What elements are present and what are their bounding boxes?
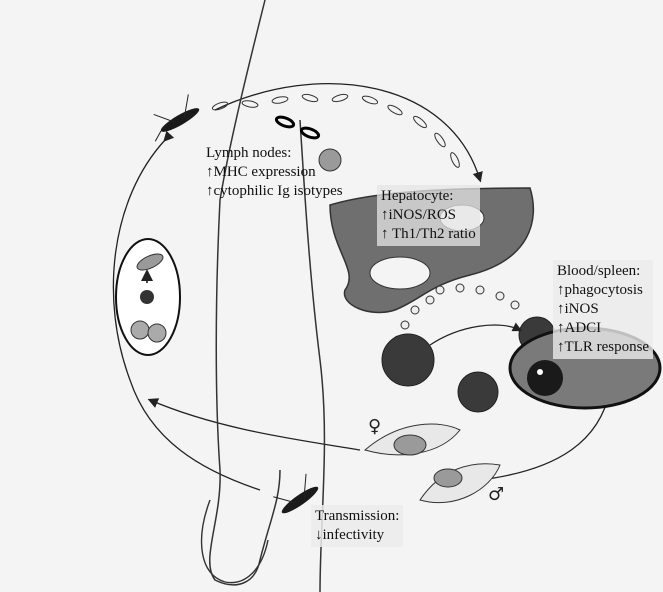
male-symbol: ♂	[488, 484, 504, 505]
hepatocyte-line-2: ↑ Th1/Th2 ratio	[381, 225, 476, 244]
lymph-nodes-line-1: ↑MHC expression	[206, 163, 343, 182]
transmission-label: Transmission: ↓infectivity	[311, 505, 403, 547]
infected-rbc-trophozoite	[458, 372, 498, 412]
cycle-arrow-bottom	[150, 400, 360, 450]
lymph-nodes-label: Lymph nodes: ↑MHC expression ↑cytophilic…	[206, 144, 343, 201]
liver-schizont	[370, 257, 430, 289]
blood-spleen-line-3: ↑ADCI	[557, 319, 649, 338]
hepatocyte-line-1: ↑iNOS/ROS	[381, 206, 476, 225]
rbc-cycle-arrow	[430, 325, 520, 345]
blood-spleen-line-2: ↑iNOS	[557, 300, 649, 319]
sporozoite-cluster	[131, 321, 149, 339]
blood-spleen-line-4: ↑TLR response	[557, 338, 649, 357]
hepatocyte-label: Hepatocyte: ↑iNOS/ROS ↑ Th1/Th2 ratio	[377, 185, 480, 246]
sporozoite-black	[275, 115, 320, 140]
blood-spleen-title: Blood/spleen:	[557, 262, 649, 281]
human-outline	[210, 0, 325, 592]
oocyst	[140, 290, 154, 304]
female-symbol: ♀	[368, 416, 381, 437]
blood-spleen-label: Blood/spleen: ↑phagocytosis ↑iNOS ↑ADCI …	[553, 260, 653, 359]
infected-rbc-schizont	[382, 334, 434, 386]
sporozoite-cluster-2	[148, 324, 166, 342]
phagocyte-nucleus	[537, 369, 543, 375]
transmission-title: Transmission:	[315, 507, 399, 526]
lymph-nodes-line-2: ↑cytophilic Ig isotypes	[206, 182, 343, 201]
lymph-nodes-title: Lymph nodes:	[206, 144, 343, 163]
blood-spleen-line-1: ↑phagocytosis	[557, 281, 649, 300]
hepatocyte-title: Hepatocyte:	[381, 187, 476, 206]
transmission-line-1: ↓infectivity	[315, 526, 399, 545]
phagocyte	[527, 360, 563, 396]
mosquito-top	[143, 93, 202, 141]
